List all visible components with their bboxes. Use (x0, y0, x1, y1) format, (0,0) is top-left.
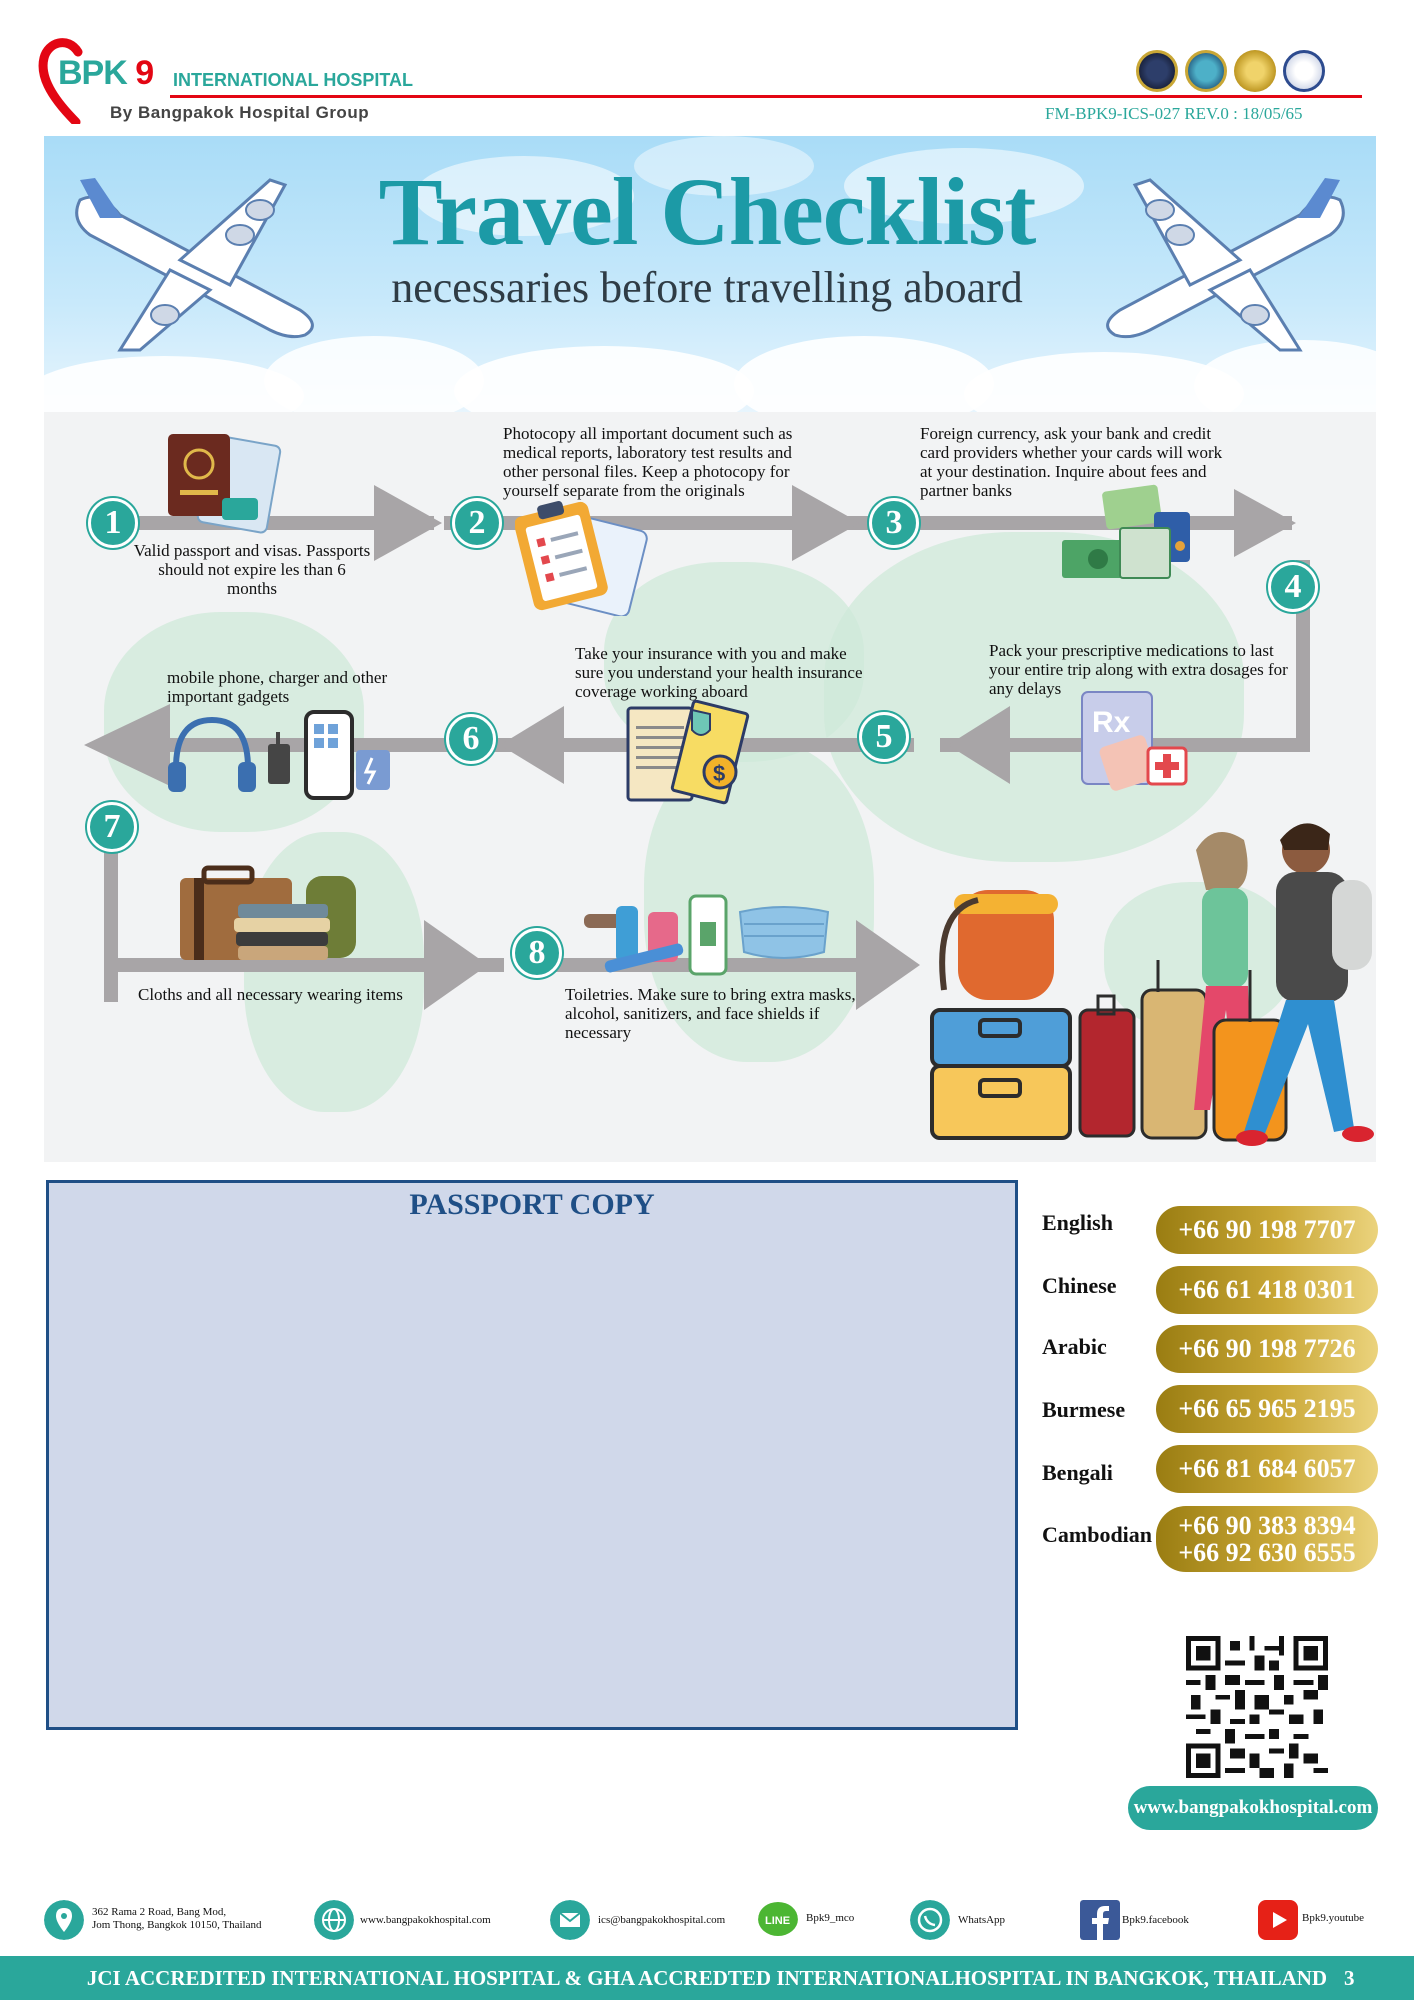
email-icon (550, 1900, 590, 1940)
step-6-text: mobile phone, charger and other importan… (167, 668, 388, 706)
lang-burmese: Burmese (1042, 1397, 1126, 1422)
facebook-icon (1080, 1900, 1120, 1940)
header-divider (170, 95, 1362, 98)
footer-accreditation: JCI ACCREDITED INTERNATIONAL HOSPITAL & … (86, 1966, 1328, 1990)
gadgets-icon (168, 710, 390, 800)
page-title: Travel Checklist (378, 158, 1037, 265)
footer-address: 362 Rama 2 Road, Bang Mod, Jom Thong, Ba… (92, 1906, 261, 1932)
phone-cambodian[interactable]: +66 90 383 8394 +66 92 630 6555 (1156, 1506, 1378, 1572)
clouds-icon (44, 136, 1376, 414)
clipboard-icon (515, 501, 648, 616)
svg-text:Rx: Rx (1092, 706, 1131, 739)
footer-facebook[interactable]: Bpk9.facebook (1122, 1914, 1189, 1926)
footer-line[interactable]: Bpk9_mco (806, 1912, 855, 1924)
step-8-text: Toiletries. Make sure to bring extra mas… (565, 985, 856, 1042)
phone-burmese[interactable]: +66 65 965 2195 (1156, 1385, 1378, 1433)
world-map-asia (824, 532, 1244, 862)
step-5-text: Take your insurance with you and make su… (575, 644, 863, 701)
lang-cambodian: Cambodian (1042, 1522, 1153, 1547)
lang-chinese: Chinese (1042, 1273, 1117, 1298)
form-code: FM-BPK9-ICS-027 REV.0 : 18/05/65 (1045, 104, 1303, 123)
step-3-text: Foreign currency, ask your bank and cred… (920, 424, 1223, 500)
gha-badge-icon (1136, 50, 1178, 92)
phone-arabic[interactable]: +66 90 198 7726 (1156, 1325, 1378, 1373)
airplane-right-icon (1106, 178, 1345, 352)
step-4-text: Pack your prescriptive medications to la… (989, 641, 1288, 698)
footer-bar (0, 1956, 1414, 2000)
qr-code-icon[interactable] (1186, 1636, 1328, 1778)
globe-icon (314, 1900, 354, 1940)
footer-youtube[interactable]: Bpk9.youtube (1302, 1912, 1365, 1924)
footer-web[interactable]: www.bangpakokhospital.com (360, 1914, 491, 1926)
step-7-badge: 7 (87, 802, 137, 852)
phone-english[interactable]: +66 90 198 7707 (1156, 1206, 1378, 1254)
page-number: 3 (1344, 1966, 1355, 1990)
phone-cambodian-1[interactable]: +66 90 383 8394 (1178, 1511, 1356, 1540)
line-icon: LINE (758, 1902, 798, 1936)
step-1-badge: 1 (88, 498, 138, 548)
airplane-left-icon (75, 178, 314, 352)
step-4-badge: 4 (1268, 562, 1318, 612)
lang-english: English (1042, 1210, 1113, 1235)
ha-badge-icon (1283, 50, 1325, 92)
logo-brand: BPK 9 (58, 54, 154, 92)
passport-copy-box (46, 1180, 1018, 1730)
step-8-badge: 8 (512, 928, 562, 978)
step-6-badge: 6 (446, 714, 496, 764)
logo-subtitle: By Bangpakok Hospital Group (110, 103, 370, 122)
step-2-badge: 2 (452, 498, 502, 548)
step-3-badge: 3 (869, 498, 919, 548)
step-7-text: Cloths and all necessary wearing items (138, 985, 403, 1004)
step-1-text: Valid passport and visas. Passports shou… (133, 541, 371, 598)
page-subtitle: necessaries before travelling aboard (391, 263, 1023, 312)
lang-arabic: Arabic (1042, 1334, 1107, 1359)
phone-chinese[interactable]: +66 61 418 0301 (1156, 1266, 1378, 1314)
address-line-1: 362 Rama 2 Road, Bang Mod, (92, 1906, 227, 1918)
medication-icon: Rx (1081, 691, 1188, 791)
svg-text:$: $ (713, 761, 725, 786)
logo-hospital-name: INTERNATIONAL HOSPITAL (173, 70, 413, 90)
toiletries-icon (584, 894, 830, 976)
lang-bengali: Bengali (1042, 1460, 1113, 1485)
checklist-path (84, 485, 1310, 1010)
website-link[interactable]: www.bangpakokhospital.com (1128, 1786, 1378, 1830)
passport-copy-title: PASSPORT COPY (409, 1188, 655, 1221)
travellers-illustration (930, 823, 1374, 1146)
phone-bengali[interactable]: +66 81 684 6057 (1156, 1445, 1378, 1493)
money-icon (1062, 484, 1190, 579)
insurance-icon: $ (626, 700, 750, 805)
whatsapp-icon (910, 1900, 950, 1940)
line-icon-label: LINE (765, 1915, 790, 1927)
location-icon (44, 1900, 84, 1940)
phone-cambodian-2[interactable]: +66 92 630 6555 (1178, 1538, 1356, 1567)
step-2-text: Photocopy all important document such as… (503, 424, 793, 500)
logo-heart-icon (38, 38, 83, 124)
luggage-clothes-icon (180, 865, 356, 960)
youtube-icon (1258, 1900, 1298, 1940)
gha-gold-badge-icon (1185, 50, 1227, 92)
step-5-badge: 5 (859, 712, 909, 762)
passport-icon (168, 434, 282, 534)
footer-whatsapp[interactable]: WhatsApp (958, 1914, 1006, 1926)
address-line-2: Jom Thong, Bangkok 10150, Thailand (92, 1919, 262, 1931)
footer-email[interactable]: ics@bangpakokhospital.com (598, 1914, 726, 1926)
jci-badge-icon (1234, 50, 1276, 92)
